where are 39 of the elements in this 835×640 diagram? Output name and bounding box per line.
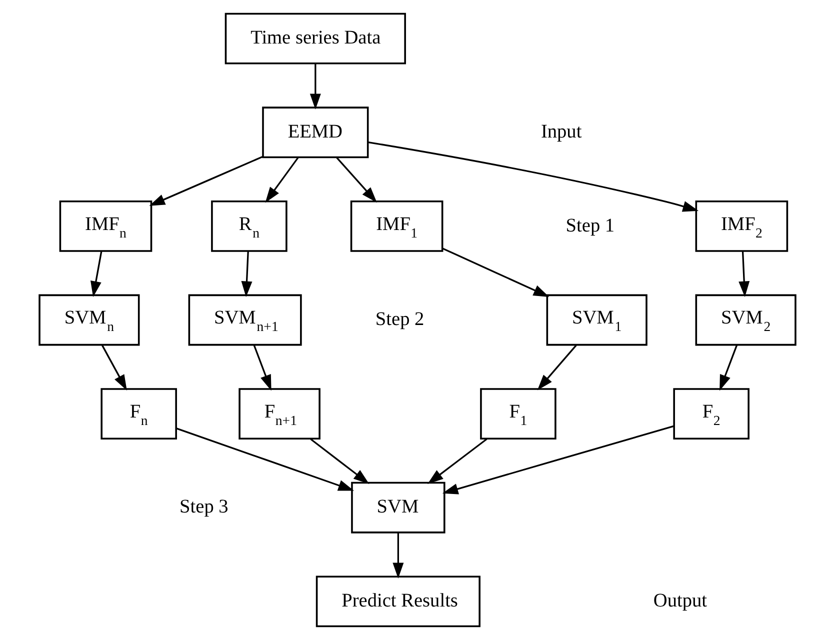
- arrow: [368, 141, 699, 212]
- node-box: SVM$_{n}$: [38, 294, 140, 346]
- arrow: [442, 425, 674, 494]
- label: Step 3: [180, 496, 228, 518]
- arrow: [392, 532, 404, 578]
- label: Input: [540, 121, 582, 142]
- arrow: [738, 251, 750, 298]
- arrow: [310, 438, 370, 484]
- arrow: [265, 157, 299, 203]
- node-box: Time series Data: [224, 12, 406, 64]
- node-box: Predict Results: [316, 576, 480, 628]
- node-box: SVM$_{2}$: [695, 294, 796, 346]
- arrow: [253, 345, 272, 391]
- arrow: [90, 251, 102, 298]
- node-box: IMF$_{n}$: [59, 200, 152, 252]
- node-box: SVM$_{1}$: [546, 294, 648, 346]
- label: Step 2: [375, 309, 424, 330]
- node-box: IMF$_{1}$: [350, 200, 444, 252]
- arrow: [537, 344, 577, 390]
- node-box: EEMD: [262, 106, 369, 158]
- node-box: F$_{1}$: [480, 388, 556, 440]
- node-box: SVM$_{n+1}$: [188, 294, 302, 346]
- node-box: R$_{n}$: [211, 200, 288, 252]
- arrow: [241, 251, 252, 298]
- node-box: F$_{2}$: [673, 388, 750, 440]
- label: Step 1: [566, 215, 615, 236]
- label: Output: [653, 590, 708, 612]
- arrow: [428, 438, 488, 484]
- arrow: [149, 156, 263, 206]
- arrow: [310, 64, 321, 110]
- arrow: [102, 344, 127, 391]
- arrow: [336, 157, 377, 203]
- arrow: [176, 428, 354, 491]
- node-box: F$_{n}$: [100, 388, 177, 440]
- arrow: [720, 345, 738, 391]
- node-box: F$_{n+1}$: [238, 388, 320, 440]
- node-box: IMF$_{2}$: [695, 200, 788, 252]
- arrow: [442, 248, 550, 297]
- node-box: SVM: [351, 482, 446, 534]
